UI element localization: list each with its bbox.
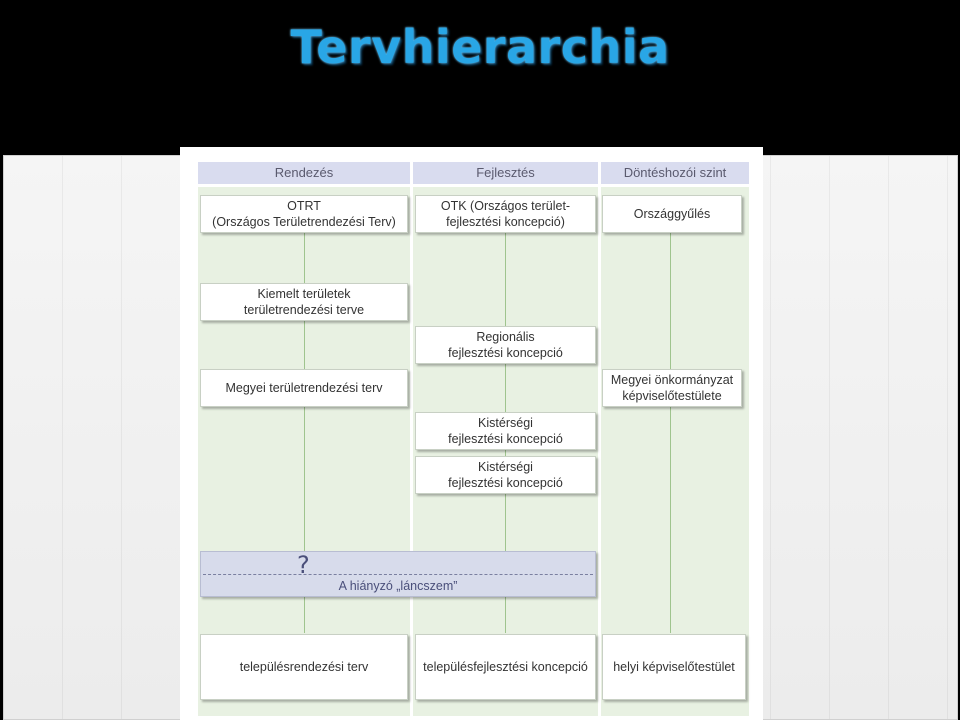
box-kiemelt-line1: Kiemelt területek	[257, 287, 351, 301]
title-bar: Tervhierarchia	[0, 0, 960, 152]
missing-link-dashed-line	[203, 574, 593, 575]
column-header-donteshozoi: Döntéshozói szint	[601, 162, 749, 184]
box-otrt-line2: (Országos Területrendezési Terv)	[212, 215, 396, 229]
box-kistersegi-1-line2: fejlesztési koncepció	[448, 432, 563, 446]
box-otk: OTK (Országos terület- fejlesztési konce…	[415, 195, 596, 233]
slide-title: Tervhierarchia	[290, 20, 670, 74]
hierarchy-diagram: Rendezés Fejlesztés Döntéshozói szint OT…	[180, 147, 763, 720]
box-kistersegi-2: Kistérségi fejlesztési koncepció	[415, 456, 596, 494]
column-header-fejlesztes: Fejlesztés	[413, 162, 598, 184]
box-kiemelt-line2: területrendezési terve	[243, 303, 365, 317]
box-telepulesfejlesztesi-koncepcio: településfejlesztési koncepció	[415, 634, 596, 700]
box-telepulesrendezesi-terv: településrendezési terv	[200, 634, 408, 700]
box-megyei-onkormanyzat-line2: képviselőtestülete	[622, 389, 722, 403]
missing-link-question-mark: ?	[297, 551, 310, 579]
box-otrt-line1: OTRT	[287, 199, 321, 213]
connector-line-rendezes	[304, 233, 305, 633]
box-kistersegi-1: Kistérségi fejlesztési koncepció	[415, 412, 596, 450]
missing-link-box: ? A hiányzó „láncszem”	[200, 551, 596, 597]
box-kistersegi-2-line2: fejlesztési koncepció	[448, 476, 563, 490]
box-regionalis-line1: Regionális	[476, 330, 535, 344]
connector-line-donteshozoi	[670, 233, 671, 633]
box-kiemelt: Kiemelt területek területrendezési terve	[200, 283, 408, 321]
box-regionalis: Regionális fejlesztési koncepció	[415, 326, 596, 364]
column-header-rendezes: Rendezés	[198, 162, 410, 184]
box-otk-line1: OTK (Országos terület-	[440, 199, 571, 213]
missing-link-label: A hiányzó „láncszem”	[338, 579, 458, 593]
box-regionalis-line2: fejlesztési koncepció	[448, 346, 563, 360]
box-megyei-terv: Megyei területrendezési terv	[200, 369, 408, 407]
column-bg-donteshozoi	[601, 187, 749, 716]
box-helyi-kepviselotestulet-line1: helyi képviselőtestület	[613, 660, 735, 674]
box-kistersegi-2-line1: Kistérségi	[478, 460, 533, 474]
box-otk-line2: fejlesztési koncepció)	[446, 215, 565, 229]
box-telepulesrendezesi-terv-line1: településrendezési terv	[239, 660, 369, 674]
box-kistersegi-1-line1: Kistérségi	[478, 416, 533, 430]
box-helyi-kepviselotestulet: helyi képviselőtestület	[602, 634, 746, 700]
box-megyei-terv-line1: Megyei területrendezési terv	[225, 381, 383, 395]
box-otrt: OTRT (Országos Területrendezési Terv)	[200, 195, 408, 233]
box-orszaggyules: Országgyűlés	[602, 195, 742, 233]
box-orszaggyules-line1: Országgyűlés	[633, 207, 711, 221]
box-megyei-onkormanyzat-line1: Megyei önkormányzat	[610, 373, 734, 387]
box-megyei-onkormanyzat: Megyei önkormányzat képviselőtestülete	[602, 369, 742, 407]
box-telepulesfejlesztesi-koncepcio-line1: településfejlesztési koncepció	[423, 660, 588, 674]
